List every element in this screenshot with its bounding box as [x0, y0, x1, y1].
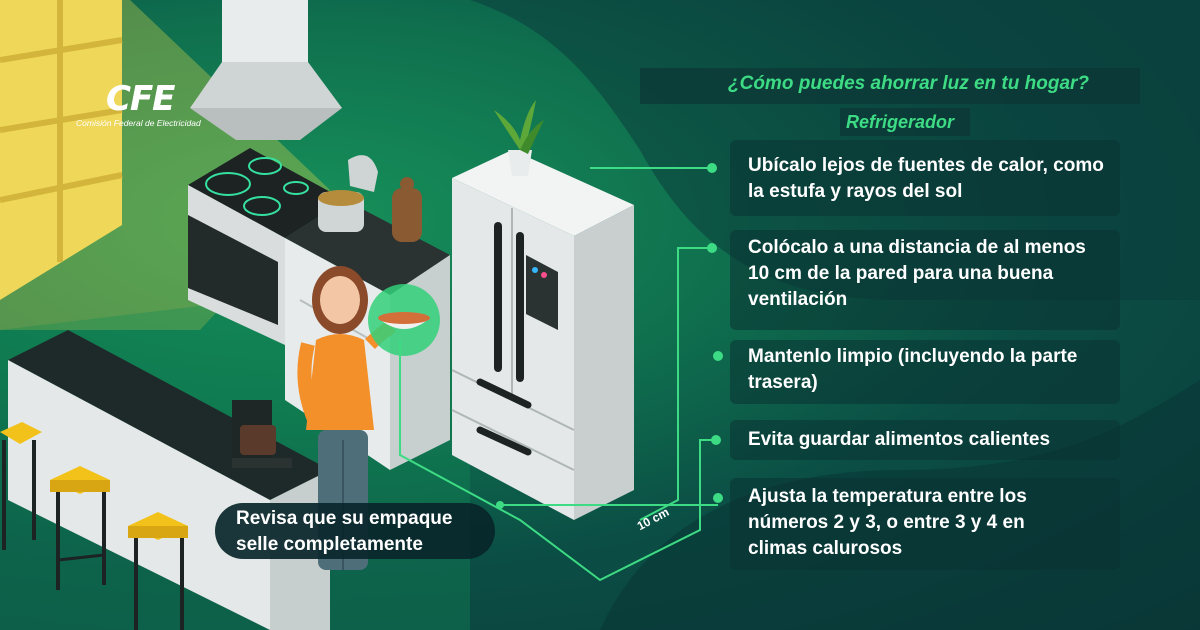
bullet-dots [496, 163, 723, 509]
title-band [640, 68, 1140, 104]
guide-lines [399, 167, 722, 582]
org-name: Comisión Federal de Electricidad [76, 118, 201, 128]
tip-3: Mantenlo limpio (incluyendo la parte tra… [748, 346, 1078, 393]
window [0, 0, 123, 300]
tip-2: Colócalo a una distancia de al menos 10 … [748, 237, 1086, 310]
subtitle-band [840, 108, 970, 136]
range-hood [190, 0, 342, 140]
section-subtitle: Refrigerador [846, 112, 955, 132]
tip-5: Ajusta la temperatura entre los números … [748, 486, 1027, 559]
tip-4: Evita guardar alimentos calientes [748, 429, 1051, 450]
tip-1: Ubícalo lejos de fuentes de calor, como … [748, 155, 1104, 202]
rice-cooker [318, 155, 378, 232]
cutting-board [392, 177, 422, 242]
tip-panels [730, 140, 1120, 570]
cfe-logo: CFE Comisión Federal de Electricidad [76, 82, 236, 128]
coffee-maker [232, 400, 292, 468]
refrigerator [451, 150, 634, 520]
plant [494, 100, 544, 176]
seal-tip-text: Revisa que su empaque selle completament… [236, 508, 453, 555]
stools [0, 422, 188, 630]
logo-mark: CFE [106, 79, 175, 119]
seal-tip-bubble [215, 503, 495, 559]
page-title: ¿Cómo puedes ahorrar luz en tu hogar? [728, 73, 1090, 94]
soup-bowl [368, 284, 440, 356]
stove [188, 148, 345, 345]
